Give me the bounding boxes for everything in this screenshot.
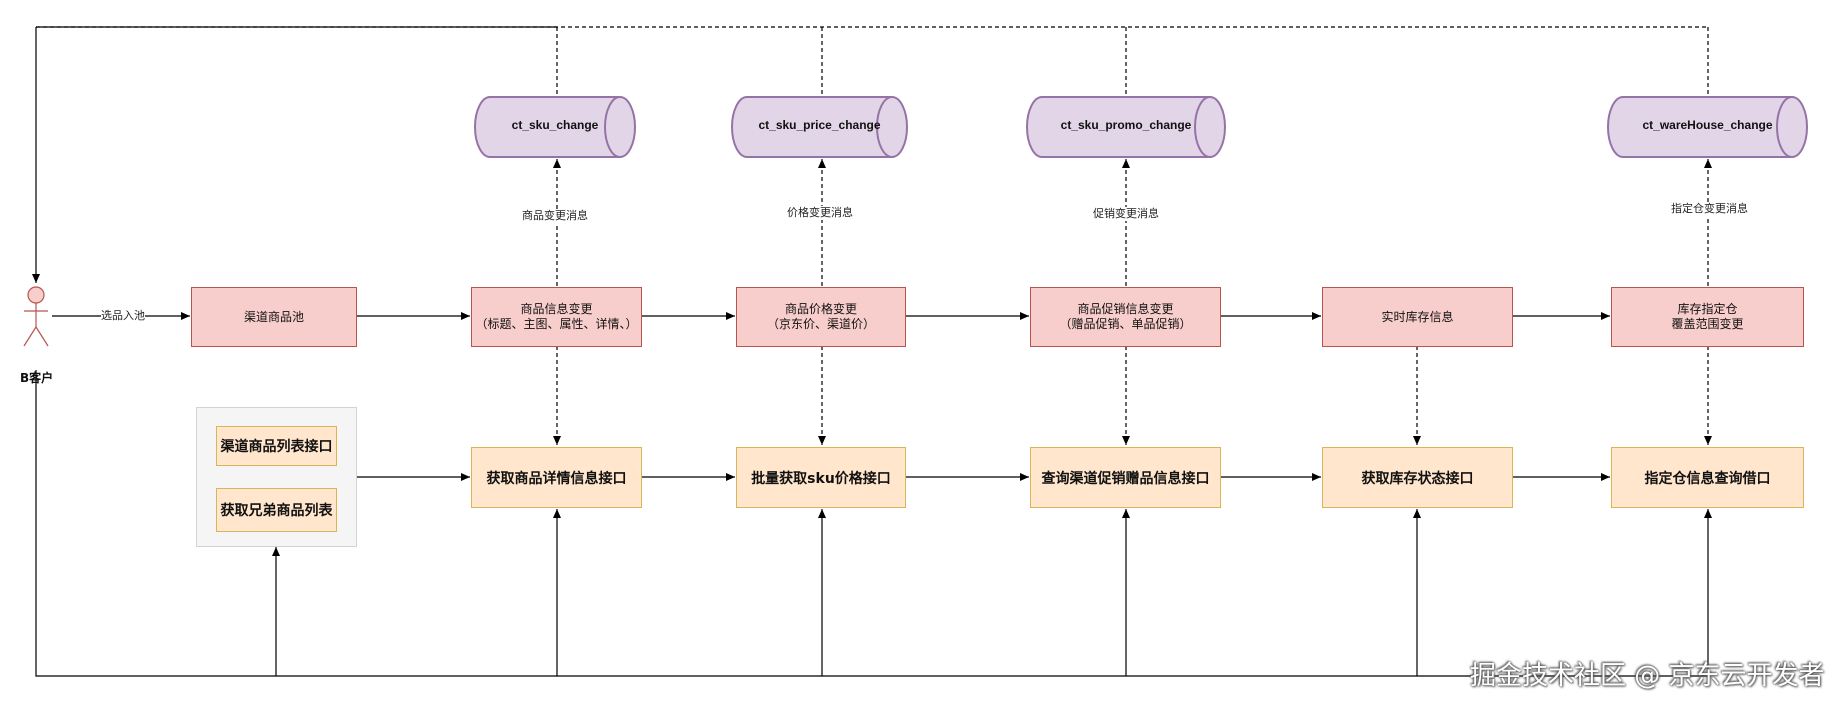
product-price-change-box: 商品价格变更 （京东价、渠道价） <box>736 287 906 347</box>
edge-label-price-change: 价格变更消息 <box>787 206 853 220</box>
channel-promo-gift-api-box: 查询渠道促销赠品信息接口 <box>1030 447 1221 508</box>
batch-sku-price-api-box: 批量获取sku价格接口 <box>736 447 906 508</box>
queue-name-warehouse: ct_wareHouse_change <box>1642 118 1773 132</box>
product-info-change-box: 商品信息变更 （标题、主图、属性、详情、） <box>471 287 642 347</box>
sibling-product-list-api-box: 获取兄弟商品列表 <box>216 488 337 532</box>
warehouse-info-query-api-box: 指定仓信息查询借口 <box>1611 447 1804 508</box>
queue-name-sku: ct_sku_change <box>511 118 599 132</box>
edge-label-select-to-pool: 选品入池 <box>101 309 145 323</box>
queue-name-price: ct_sku_price_change <box>758 118 881 132</box>
queue-cylinder-warehouse <box>1607 96 1808 158</box>
dashed-down-arrows <box>553 346 1712 445</box>
queue-cylinder-sku <box>474 96 636 158</box>
actor-label: B客户 <box>20 371 54 385</box>
stock-status-api-box: 获取库存状态接口 <box>1322 447 1513 508</box>
warehouse-coverage-change-box: 库存指定仓 覆盖范围变更 <box>1611 287 1804 347</box>
queue-cylinder-promo <box>1026 96 1226 158</box>
product-detail-api-box: 获取商品详情信息接口 <box>471 447 642 508</box>
channel-product-pool-box: 渠道商品池 <box>191 287 357 347</box>
actor-icon <box>23 286 49 347</box>
dashed-up-arrows <box>553 159 1712 286</box>
realtime-stock-info-box: 实时库存信息 <box>1322 287 1513 347</box>
channel-product-list-api-box: 渠道商品列表接口 <box>216 426 337 466</box>
edge-label-promo-change: 促销变更消息 <box>1093 207 1159 221</box>
product-promo-change-box: 商品促销信息变更 （赠品促销、单品促销） <box>1030 287 1221 347</box>
queue-cylinder-price <box>731 96 908 158</box>
edge-label-sku-change: 商品变更消息 <box>522 209 588 223</box>
watermark: 掘金技术社区 @ 京东云开发者 <box>1470 661 1825 691</box>
edge-label-warehouse-change: 指定仓变更消息 <box>1671 202 1748 216</box>
bottom-loop <box>35 370 1712 677</box>
queue-name-promo: ct_sku_promo_change <box>1060 118 1192 132</box>
dashed-top-links <box>36 26 1709 96</box>
